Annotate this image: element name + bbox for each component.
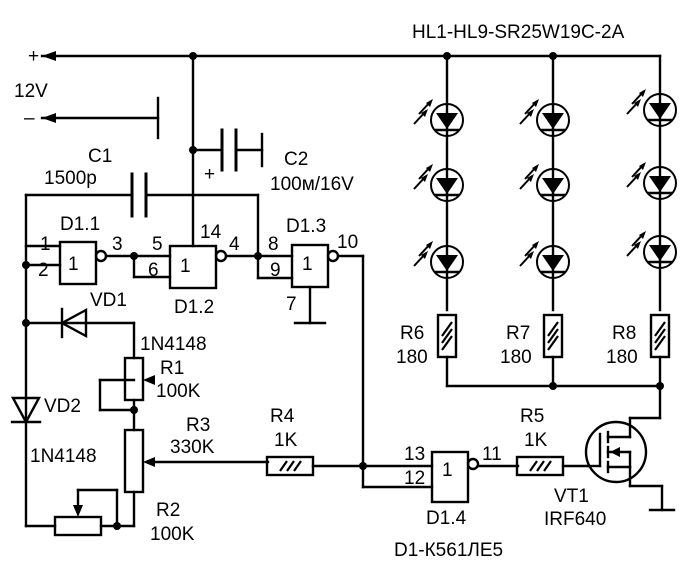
d1-3-pin-8: 8 — [268, 234, 279, 255]
d1-2-pin-5: 5 — [152, 234, 163, 255]
resistor-r4: R4 1K — [265, 406, 367, 477]
r7-ref: R7 — [506, 323, 530, 344]
led-column-3: R8 180 — [606, 54, 678, 390]
r5-ref: R5 — [520, 406, 544, 427]
resistor-r2: R2 100K — [24, 488, 195, 545]
gate-d1-3: 1 D1.3 8 9 7 10 — [268, 216, 358, 315]
vd1-type: 1N4148 — [140, 334, 207, 355]
vd2-type: 1N4148 — [30, 446, 97, 467]
positive-rail — [40, 51, 662, 61]
r8-ref: R8 — [612, 323, 636, 344]
d1-4-symbol: 1 — [442, 460, 453, 481]
vt1-ref: VT1 — [554, 486, 589, 507]
r1-ref: R1 — [160, 358, 184, 379]
transistor-vt1: VT1 IRF640 — [544, 384, 676, 530]
d1-3-pin-7: 7 — [286, 294, 297, 315]
r3-ref: R3 — [186, 415, 210, 436]
d1-2-pin-4: 4 — [229, 234, 240, 255]
d1-4-pin-11: 11 — [482, 444, 502, 465]
d1-2-pin-14: 14 — [200, 222, 222, 243]
d1-4-ref: D1.4 — [426, 508, 467, 529]
c2-value: 100м/16V — [270, 174, 354, 195]
diode-vd1: VD1 1N4148 — [24, 290, 207, 355]
d1-2-ref: D1.2 — [174, 297, 214, 318]
r6-ref: R6 — [400, 323, 424, 344]
d1-3-pin-9: 9 — [270, 260, 281, 281]
d1-3-symbol: 1 — [302, 254, 313, 275]
d1-3-ref: D1.3 — [286, 216, 326, 237]
led-column-1: R6 180 — [396, 54, 465, 388]
led-column-2: R7 180 — [500, 54, 571, 390]
d1-1-pin-2: 2 — [38, 260, 49, 281]
voltage-label: 12V — [14, 81, 48, 102]
r6-value: 180 — [396, 347, 428, 368]
d1-2-symbol: 1 — [180, 256, 191, 277]
ic-label: D1-К561ЛЕ5 — [394, 540, 503, 561]
r4-ref: R4 — [270, 406, 295, 427]
c1-value: 1500р — [44, 168, 97, 189]
c2-ref: C2 — [284, 149, 308, 170]
vt1-type: IRF640 — [544, 509, 606, 530]
d1-1-symbol: 1 — [68, 254, 79, 275]
r2-ref: R2 — [156, 500, 180, 521]
gate-d1-4: 1 D1.4 13 12 11 — [361, 444, 502, 529]
gate-d1-2: 1 D1.2 5 6 14 4 — [148, 222, 240, 318]
plus-label: + — [28, 46, 39, 67]
capacitor-c1: C1 1500р — [24, 146, 260, 218]
d1-3-pin-10: 10 — [337, 232, 358, 253]
r4-value: 1K — [274, 430, 298, 451]
vd2-ref: VD2 — [44, 396, 81, 417]
d1-1-pin-1: 1 — [40, 234, 51, 255]
r8-value: 180 — [606, 347, 638, 368]
d1-2-pin-6: 6 — [148, 260, 159, 281]
d1-4-pin-13: 13 — [404, 444, 425, 465]
led-spec-label: HL1-HL9-SR25W19C-2A — [412, 22, 625, 43]
c1-ref: C1 — [88, 146, 112, 167]
d1-1-ref: D1.1 — [60, 214, 100, 235]
resistor-r3: R3 330K — [123, 415, 270, 528]
d1-1-pin-3: 3 — [112, 234, 123, 255]
d1-4-pin-12: 12 — [404, 468, 425, 489]
diode-vd2: VD2 1N4148 — [10, 396, 97, 467]
gate-d1-1: 1 D1.1 1 2 3 — [38, 214, 123, 286]
capacitor-c2: + C2 100м/16V — [189, 54, 354, 248]
r5-value: 1K — [524, 430, 548, 451]
vd1-ref: VD1 — [90, 290, 127, 311]
minus-label: – — [24, 108, 35, 129]
r7-value: 180 — [500, 347, 532, 368]
resistor-r1: R1 100K — [98, 321, 201, 432]
r3-value: 330K — [170, 437, 215, 458]
negative-rail — [40, 96, 160, 140]
r1-value: 100K — [156, 381, 201, 402]
c2-polarity: + — [204, 164, 215, 185]
resistor-r5: R5 1K — [476, 406, 590, 477]
r2-value: 100K — [150, 524, 195, 545]
